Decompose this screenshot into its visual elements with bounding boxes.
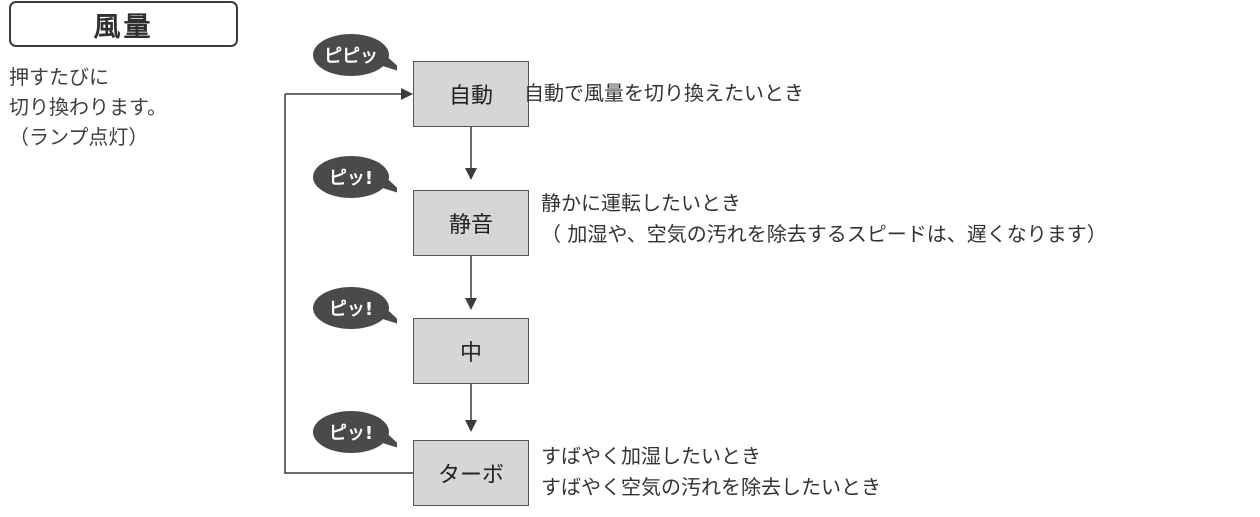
- beep-bubble-quiet: ピッ!: [313, 155, 397, 199]
- note-turbo-line-1: すばやく加湿したいとき: [541, 444, 761, 468]
- section-title: 風量: [9, 1, 238, 47]
- note-quiet-line-2: （ 加湿や、空気の汚れを除去するスピードは、遅くなります）: [541, 222, 1107, 246]
- note-turbo-line-2: すばやく空気の汚れを除去したいとき: [541, 475, 881, 499]
- beep-bubble-medium: ピッ!: [313, 286, 397, 330]
- mode-label-auto: 自動: [448, 84, 493, 109]
- loop-back-line: [284, 94, 413, 474]
- instruction-line-3: （ランプ点灯）: [9, 125, 149, 149]
- beep-bubble-turbo: ピッ!: [313, 410, 397, 454]
- mode-label-quiet: 静音: [448, 213, 493, 238]
- mode-box-auto: 自動: [413, 61, 529, 127]
- beep-text-medium: ピッ!: [328, 299, 374, 320]
- section-title-text: 風量: [93, 11, 154, 43]
- beep-text-turbo: ピッ!: [328, 423, 374, 444]
- mode-label-medium: 中: [459, 341, 482, 366]
- beep-text-quiet: ピッ!: [328, 168, 374, 189]
- mode-box-medium: 中: [413, 318, 529, 384]
- mode-box-turbo: ターボ: [413, 440, 529, 506]
- mode-box-quiet: 静音: [413, 190, 529, 256]
- instruction-line-1: 押すたびに: [9, 65, 109, 89]
- beep-bubble-auto: ピピッ: [313, 33, 397, 77]
- instruction-text: 押すたびに 切り換わります。 （ランプ点灯）: [9, 62, 167, 152]
- note-quiet: 静かに運転したいとき （ 加湿や、空気の汚れを除去するスピードは、遅くなります）: [541, 188, 1107, 250]
- mode-label-turbo: ターボ: [437, 463, 504, 488]
- beep-text-auto: ピピッ: [324, 46, 378, 67]
- instruction-line-2: 切り換わります。: [9, 95, 167, 119]
- note-turbo: すばやく加湿したいとき すばやく空気の汚れを除去したいとき: [541, 441, 881, 503]
- note-quiet-line-1: 静かに運転したいとき: [541, 191, 741, 215]
- note-auto: 自動で風量を切り換えたいとき: [524, 78, 804, 109]
- note-auto-line-1: 自動で風量を切り換えたいとき: [524, 81, 804, 105]
